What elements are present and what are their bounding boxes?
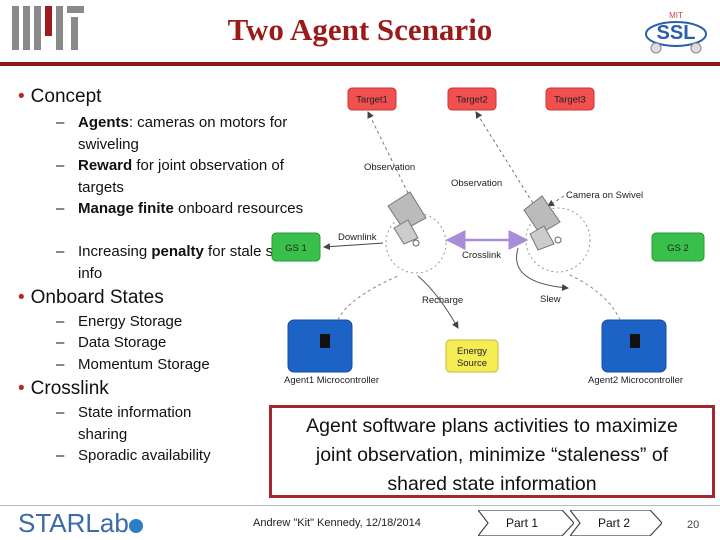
part1-label: Part 1 — [506, 516, 538, 530]
callout-line: shared state information — [387, 473, 597, 495]
sub-bullet: –Data Storage — [56, 334, 167, 351]
bullet-concept: •Concept — [18, 86, 102, 107]
mit-logo — [12, 6, 84, 50]
camera-on-swivel-label: Camera on Swivel — [566, 190, 643, 201]
ssl-logo-top: MIT — [669, 11, 683, 20]
title-rule — [0, 62, 720, 66]
sub-bullet: –Energy Storage — [56, 313, 183, 330]
footer-rule — [0, 505, 720, 506]
ssl-logo-text: SSL — [657, 22, 696, 44]
two-agent-diagram: Target1 Target2 Target3 Observation Obse… — [271, 87, 705, 386]
part2-chevron[interactable]: Part 2 — [570, 510, 662, 536]
starlab-logo: STARLab — [18, 508, 143, 538]
part1-chevron[interactable]: Part 1 — [478, 510, 574, 536]
recharge-label: Recharge — [422, 295, 463, 306]
sub-bullet: –Momentum Storage — [56, 356, 210, 373]
callout-line: Agent software plans activities to maxim… — [306, 415, 678, 437]
target3-label: Target3 — [554, 95, 586, 106]
target2-label: Target2 — [456, 95, 488, 106]
sub-bullet: –Agents: cameras on motors for swiveling — [56, 114, 288, 153]
slew-label: Slew — [540, 294, 561, 305]
page-title: Two Agent Scenario — [227, 12, 493, 47]
bullet-crosslink: •Crosslink — [18, 378, 109, 399]
sub-bullet: –Sporadic availability — [56, 447, 211, 464]
starlab-logo-text: STARLab — [18, 508, 129, 538]
ssl-logo: MIT SSL — [645, 11, 707, 54]
agent1-label: Agent1 Microcontroller — [284, 375, 379, 386]
target1-box — [347, 87, 397, 111]
gs2-box — [651, 232, 705, 262]
sub-bullet: –Manage finite onboard resources — [56, 200, 304, 217]
energy-label: Energy — [457, 346, 487, 357]
target3-box — [545, 87, 595, 111]
sub-bullet: –Reward for joint observation of targets — [56, 157, 284, 196]
gs1-box — [271, 232, 321, 262]
energy-source-box — [445, 339, 499, 373]
gs1-label: GS 1 — [285, 243, 307, 254]
agent2-label: Agent2 Microcontroller — [588, 375, 683, 386]
author-date: Andrew "Kit" Kennedy, 12/18/2014 — [253, 517, 421, 529]
target2-box — [447, 87, 497, 111]
source-label: Source — [457, 358, 487, 369]
crosslink-label: Crosslink — [462, 250, 501, 261]
callout-line: joint observation, minimize “staleness” … — [315, 444, 669, 466]
downlink-label: Downlink — [338, 232, 377, 243]
gs2-label: GS 2 — [667, 243, 689, 254]
part2-label: Part 2 — [598, 516, 630, 530]
observation-right-label: Observation — [451, 178, 502, 189]
target1-label: Target1 — [356, 95, 388, 106]
sub-bullet: –State information sharing — [56, 404, 192, 443]
callout-box: Agent software plans activities to maxim… — [269, 405, 715, 498]
page-number: 20 — [687, 519, 700, 531]
bullet-onboard-states: •Onboard States — [18, 287, 164, 308]
observation-left-label: Observation — [364, 162, 415, 173]
